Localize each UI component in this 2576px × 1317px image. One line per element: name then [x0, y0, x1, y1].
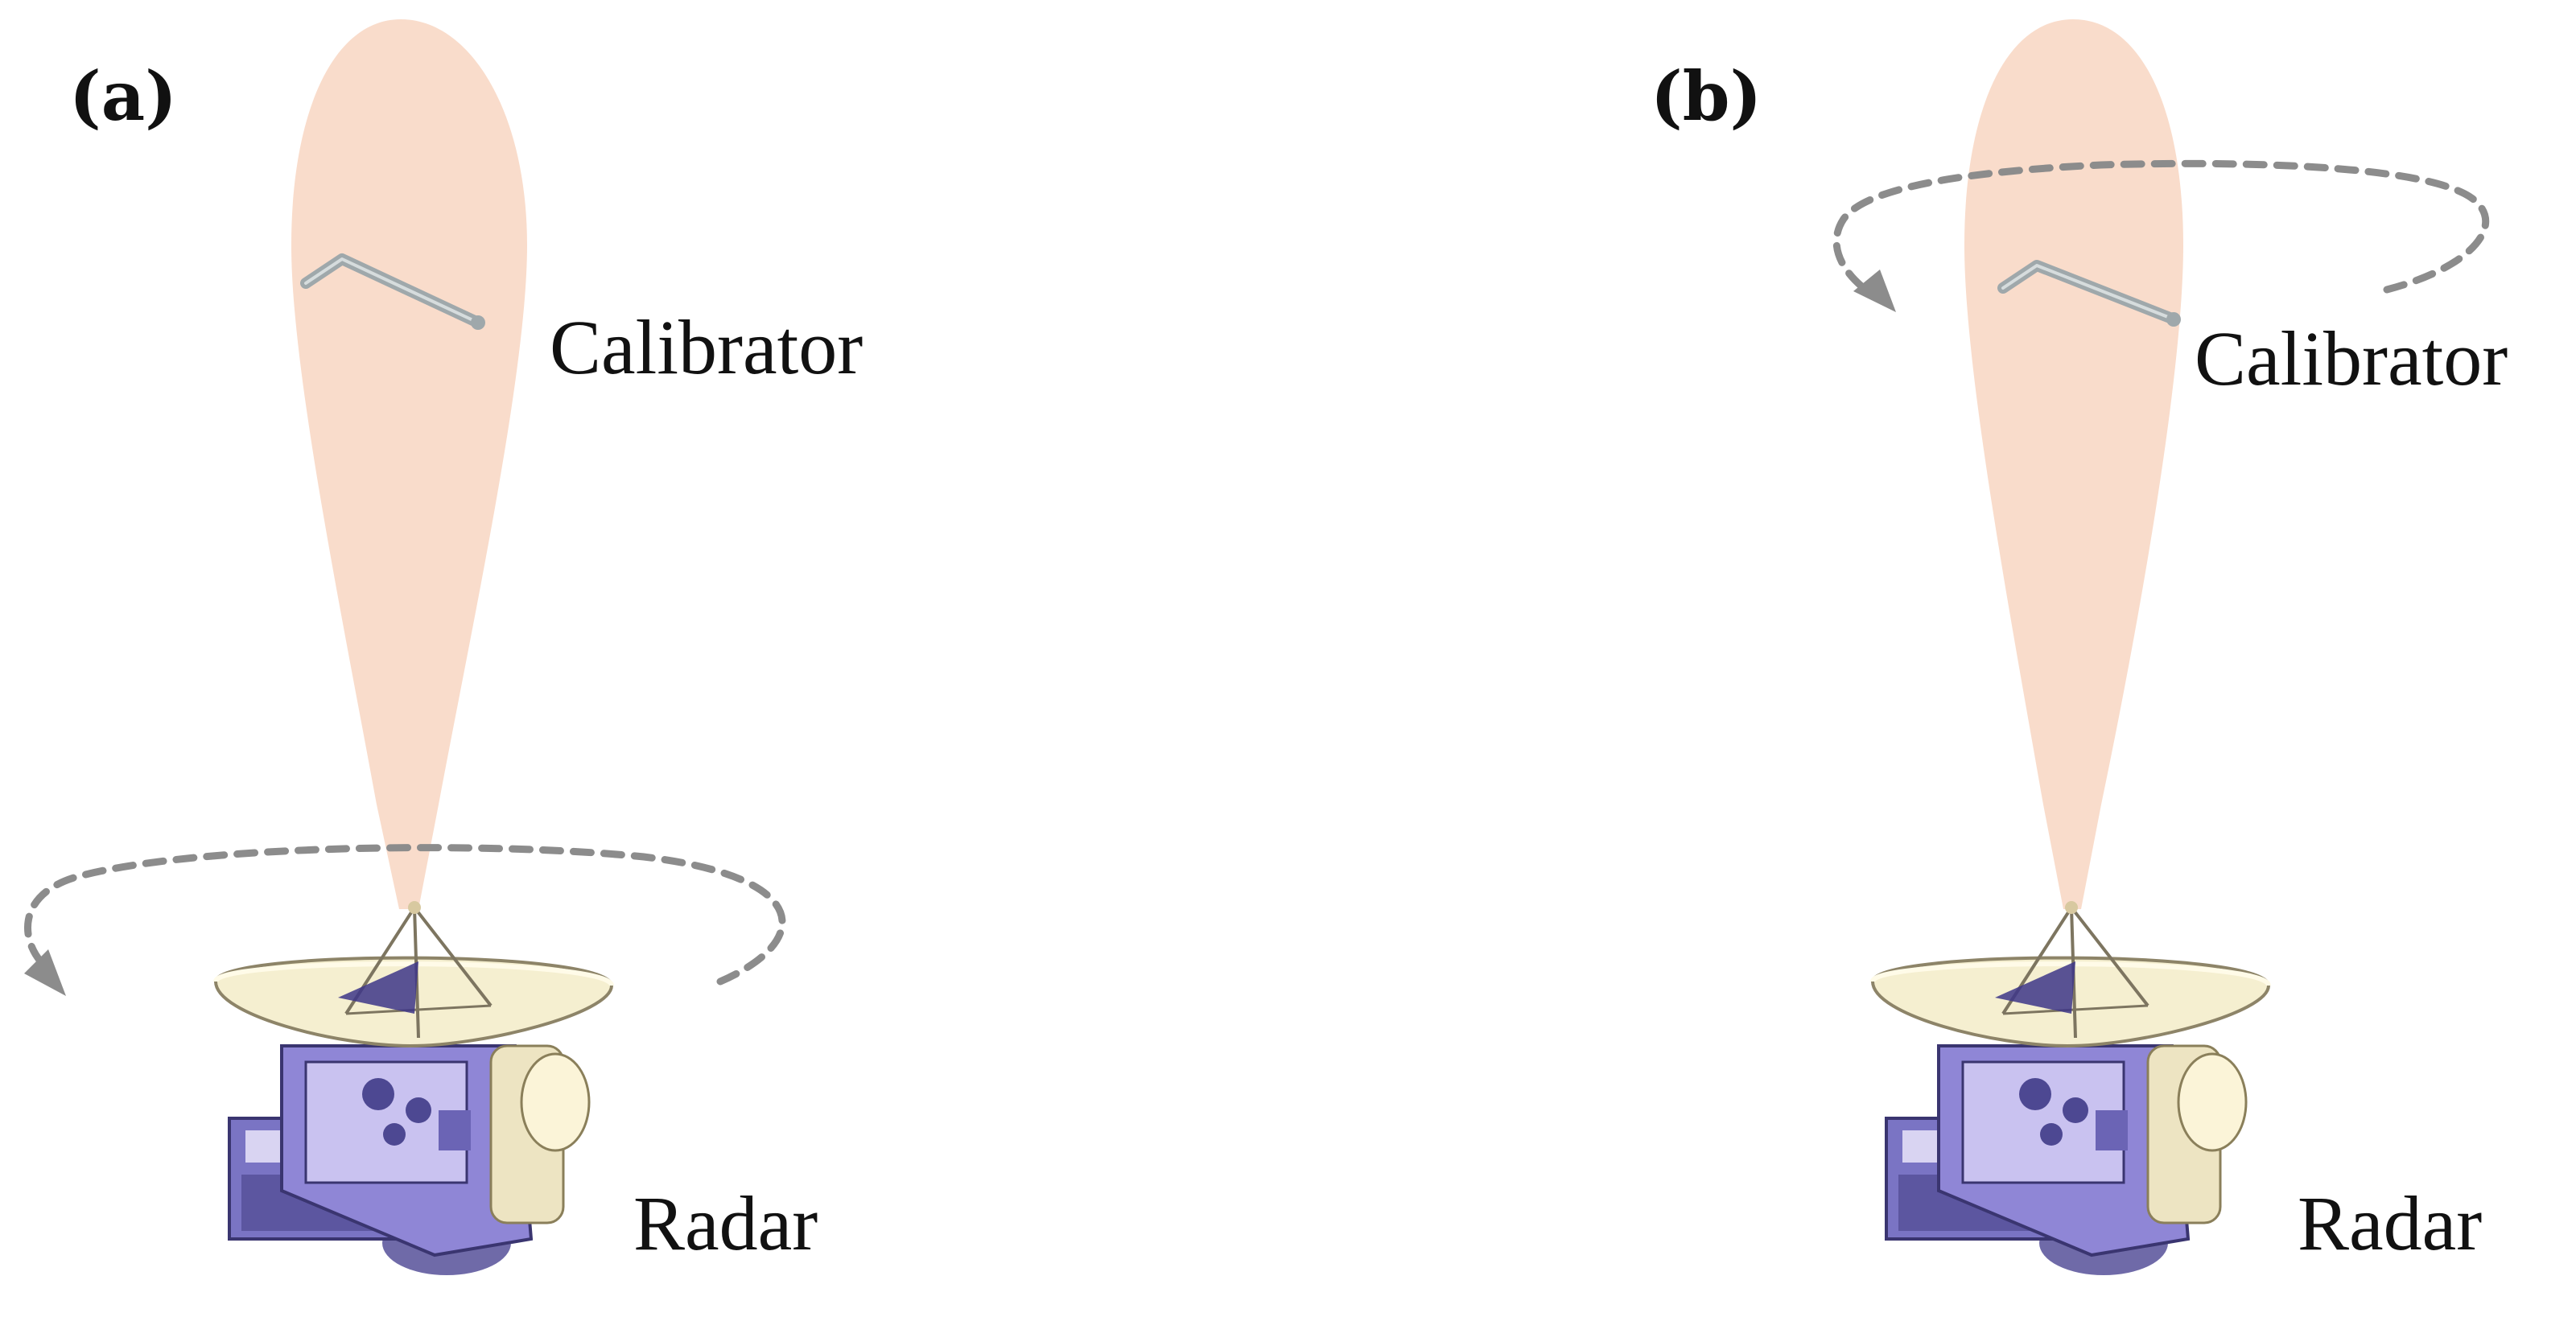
rotation-arrow-icon	[1832, 159, 2490, 312]
diagram-canvas	[24, 19, 786, 1275]
panel-b: (b)	[1288, 0, 2576, 1317]
panel-tag: (a)	[69, 56, 177, 136]
rotation-arrow-icon	[24, 844, 786, 996]
radar-icon	[213, 901, 614, 1275]
diagram-canvas	[1832, 19, 2490, 1275]
calibrator-icon	[300, 253, 485, 330]
radar-label: Radar	[2298, 1180, 2483, 1266]
calibrator-label: Calibrator	[550, 304, 863, 390]
calibrator-label: Calibrator	[2195, 315, 2508, 401]
radar-beam	[291, 19, 527, 909]
calibrator-icon	[1997, 260, 2181, 327]
radar-beam	[1964, 19, 2183, 909]
panel-tag: (b)	[1651, 56, 1762, 136]
radar-label: Radar	[633, 1180, 818, 1266]
panel-a: (a)	[24, 19, 863, 1275]
radar-icon	[1870, 901, 2271, 1275]
